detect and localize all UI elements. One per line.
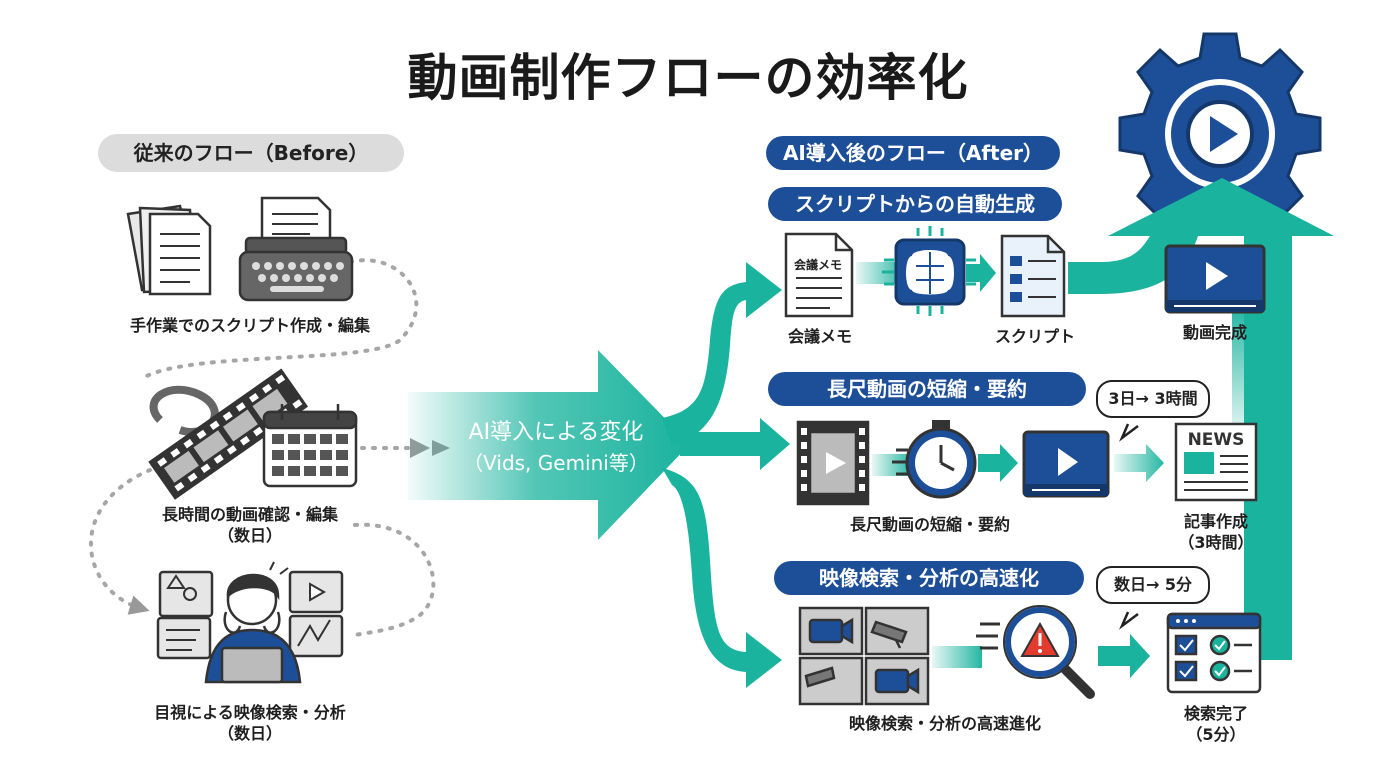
after-row1-header: スクリプトからの自動生成	[768, 187, 1062, 221]
row3-arrow-a	[932, 646, 982, 668]
before-header: 従来のフロー（Before）	[98, 134, 404, 172]
before-dotted-flow	[89, 258, 436, 637]
typewriter-icon	[238, 196, 354, 302]
document-stack-icon	[126, 204, 212, 296]
bubble-tail-row2	[1119, 423, 1139, 442]
transition-arrow	[408, 350, 690, 540]
before-step-2-caption: 長時間の動画確認・編集	[161, 505, 338, 524]
row2-video-icon	[1022, 430, 1110, 498]
row1-caption-video-done: 動画完成	[1182, 323, 1247, 342]
row2-arrow-a	[872, 454, 912, 476]
calendar-icon	[262, 404, 358, 488]
row1-arrow-b	[966, 254, 996, 292]
row1-arrow-a	[856, 262, 906, 284]
row2-arrow-b	[978, 444, 1018, 482]
ai-chip-icon	[882, 226, 978, 316]
row3-result-caption: 検索完了	[1183, 704, 1248, 723]
after-header: AI導入後のフロー（After）	[766, 136, 1060, 170]
newspaper-icon	[1174, 422, 1258, 502]
row3-arrow-b	[1098, 634, 1150, 678]
film-frame-icon	[796, 420, 870, 506]
video-player-icon	[1164, 244, 1266, 314]
checklist-icon	[1166, 612, 1262, 694]
film-strip-icon	[148, 368, 309, 500]
after-row3-header: 映像検索・分析の高速化	[774, 561, 1084, 595]
row2-arrow-c	[1114, 444, 1164, 482]
stressed-person-icon	[156, 561, 344, 684]
memo-doc-icon	[784, 232, 854, 318]
gear-play-icon	[1118, 32, 1322, 236]
before-step-2-sub: （数日）	[217, 526, 282, 545]
row3-caption: 映像検索・分析の高速進化	[848, 714, 1041, 733]
news-label: NEWS	[1187, 430, 1245, 450]
row2-caption: 長尺動画の短縮・要約	[849, 515, 1010, 534]
before-step-3-caption: 目視による映像検索・分析	[154, 703, 346, 722]
row2-result-caption: 記事作成	[1183, 512, 1248, 531]
magnifier-alert-icon	[976, 605, 1095, 699]
camera-grid-icon	[798, 606, 930, 706]
row3-time-bubble: 数日→ 5分	[1096, 566, 1210, 604]
before-step-1-caption: 手作業でのスクリプト作成・編集	[129, 316, 370, 335]
page-title: 動画制作フローの効率化	[407, 49, 969, 107]
row2-result-sub: （3時間）	[1178, 533, 1254, 552]
branch-arrows	[662, 262, 790, 688]
before-step-3-sub: （数日）	[217, 724, 282, 743]
row2-time-bubble: 3日→ 3時間	[1096, 380, 1210, 418]
row3-result-sub: （5分）	[1186, 725, 1246, 744]
transition-line1: AI導入による変化	[468, 420, 644, 445]
row1-caption-script: スクリプト	[994, 327, 1075, 346]
script-doc-icon	[1000, 234, 1066, 318]
after-row2-header: 長尺動画の短縮・要約	[768, 372, 1086, 406]
stopwatch-icon	[892, 420, 977, 499]
transition-line2: （Vids, Gemini等）	[463, 451, 649, 475]
memo-doc-label: 会議メモ	[793, 258, 842, 272]
row1-caption-memo: 会議メモ	[787, 327, 852, 346]
bubble-tail-row3	[1119, 611, 1139, 630]
